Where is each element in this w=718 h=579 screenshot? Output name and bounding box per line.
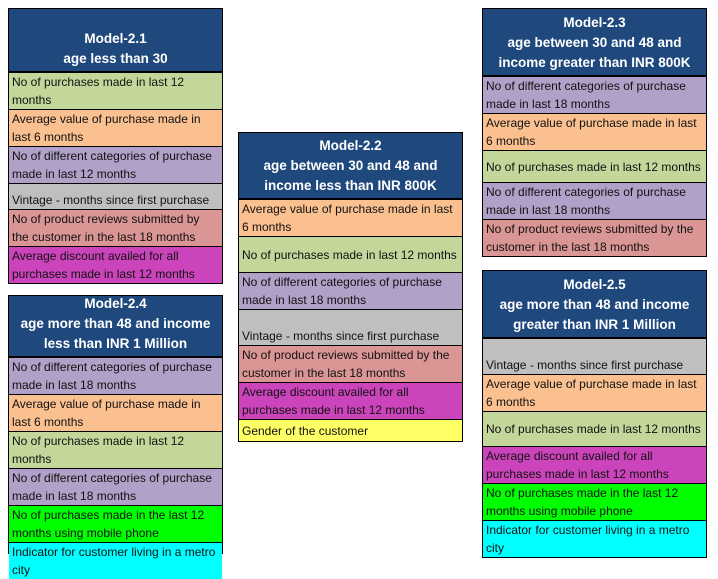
feature-label: Average value of purchase made in last 6…	[12, 397, 201, 429]
feature-label: Indicator for customer living in a metro…	[486, 523, 690, 555]
feature-label: No of product reviews submitted by the c…	[12, 212, 200, 244]
feature-label: No of different categories of purchase m…	[12, 360, 212, 392]
model-subtitle: age between 30 and 48 and	[507, 35, 682, 50]
feature-label: No of purchases made in last 12 months	[242, 247, 457, 262]
feature-label: Average value of purchase made in last 6…	[486, 376, 697, 409]
feature-label: Average value of purchase made in last 6…	[486, 116, 697, 148]
model-box-m21: Model-2.1 age less than 30 No of purchases…	[8, 8, 223, 284]
feature-label: No of different categories of purchase m…	[12, 149, 212, 181]
feature-row: No of purchases made in last 12 months	[9, 431, 222, 468]
model-subtitle: age more than 48 and income	[20, 316, 211, 331]
feature-label: Indicator for customer living in a metro…	[12, 545, 216, 577]
feature-row: Average value of purchase made in last 6…	[9, 109, 222, 146]
feature-label: No of purchases made in the last 12 mont…	[12, 508, 205, 540]
model-subtitle: greater than INR 1 Million	[513, 317, 676, 332]
feature-row: No of product reviews submitted by the c…	[239, 345, 462, 382]
feature-label: Average discount availed for all purchas…	[242, 385, 425, 417]
feature-row: No of different categories of purchase m…	[9, 146, 222, 183]
model-header: Model-2.2 age between 30 and 48 and income…	[239, 133, 462, 199]
feature-row: No of purchases made in last 12 months	[239, 236, 462, 272]
feature-row: Gender of the customer	[239, 419, 462, 441]
model-subtitle: less than INR 1 Million	[43, 336, 188, 351]
feature-label: No of product reviews submitted by the c…	[242, 348, 450, 380]
feature-label: Average discount availed for all purchas…	[486, 449, 669, 481]
feature-row: Vintage - months since first purchase	[483, 338, 706, 374]
feature-row: Vintage - months since first purchase	[9, 183, 222, 209]
feature-label: Vintage - months since first purchase	[242, 329, 440, 343]
feature-label: Average value of purchase made in last 6…	[12, 112, 201, 144]
feature-label: Gender of the customer	[242, 423, 369, 438]
feature-label: No of purchases made in last 12 months	[12, 434, 185, 466]
model-title: Model-2.3	[563, 15, 626, 30]
model-subtitle: age more than 48 and income	[499, 297, 690, 312]
feature-label: Average value of purchase made in last 6…	[242, 202, 453, 234]
feature-label: No of different categories of purchase m…	[486, 79, 686, 111]
feature-row: Average discount availed for all purchas…	[239, 382, 462, 419]
feature-label: Vintage - months since first purchase	[486, 357, 684, 372]
model-box-m22: Model-2.2 age between 30 and 48 and income…	[238, 132, 463, 442]
feature-row: No of purchases made in the last 12 mont…	[9, 505, 222, 542]
feature-label: Vintage - months since first purchase	[12, 193, 210, 207]
feature-row: No of purchases made in last 12 months	[9, 72, 222, 109]
feature-row: Average value of purchase made in last 6…	[9, 394, 222, 431]
model-subtitle: age less than 30	[63, 51, 168, 66]
model-title: Model-2.5	[563, 277, 626, 292]
model-subtitle: income less than INR 800K	[264, 178, 437, 193]
model-header: Model-2.3 age between 30 and 48 and income…	[483, 9, 706, 76]
feature-row: No of different categories of purchase m…	[483, 76, 706, 113]
feature-row: Average discount availed for all purchas…	[483, 446, 706, 483]
model-subtitle: age between 30 and 48 and	[263, 158, 438, 173]
model-title: Model-2.2	[319, 138, 382, 153]
feature-label: No of different categories of purchase m…	[12, 471, 212, 503]
feature-row: Indicator for customer living in a metro…	[483, 520, 706, 557]
feature-label: No of different categories of purchase m…	[486, 185, 686, 217]
feature-row: No of product reviews submitted by the c…	[9, 209, 222, 246]
feature-row: Vintage - months since first purchase	[239, 309, 462, 345]
feature-label: No of purchases made in last 12 months	[486, 421, 701, 436]
model-header: Model-2.4 age more than 48 and income less…	[9, 296, 222, 357]
feature-row: Average value of purchase made in last 6…	[483, 113, 706, 150]
feature-row: Average discount availed for all purchas…	[9, 246, 222, 283]
model-title: Model-2.1	[84, 31, 147, 46]
feature-label: No of different categories of purchase m…	[242, 275, 442, 307]
feature-row: No of different categories of purchase m…	[483, 182, 706, 219]
feature-label: No of purchases made in last 12 months	[12, 75, 185, 107]
model-header: Model-2.1 age less than 30	[9, 9, 222, 72]
feature-row: No of purchases made in last 12 months	[483, 150, 706, 182]
feature-label: No of purchases made in the last 12 mont…	[486, 486, 679, 518]
model-box-m24: Model-2.4 age more than 48 and income less…	[8, 295, 223, 579]
feature-row: No of different categories of purchase m…	[9, 357, 222, 394]
feature-row: No of purchases made in the last 12 mont…	[483, 483, 706, 520]
model-header: Model-2.5 age more than 48 and income grea…	[483, 271, 706, 338]
feature-row: Indicator for customer living in a metro…	[9, 542, 222, 579]
feature-row: No of different categories of purchase m…	[9, 468, 222, 505]
model-box-m25: Model-2.5 age more than 48 and income grea…	[482, 270, 707, 558]
feature-row: Average value of purchase made in last 6…	[483, 373, 706, 411]
feature-label: No of purchases made in last 12 months	[486, 159, 701, 174]
feature-row: No of different categories of purchase m…	[239, 272, 462, 309]
model-subtitle: income greater than INR 800K	[498, 55, 691, 70]
model-box-m23: Model-2.3 age between 30 and 48 and income…	[482, 8, 707, 257]
feature-row: No of purchases made in last 12 months	[483, 410, 706, 446]
feature-row: No of product reviews submitted by the c…	[483, 219, 706, 256]
feature-row: Average value of purchase made in last 6…	[239, 199, 462, 236]
feature-label: Average discount availed for all purchas…	[12, 249, 195, 281]
model-title: Model-2.4	[84, 296, 147, 311]
feature-label: No of product reviews submitted by the c…	[486, 222, 694, 254]
